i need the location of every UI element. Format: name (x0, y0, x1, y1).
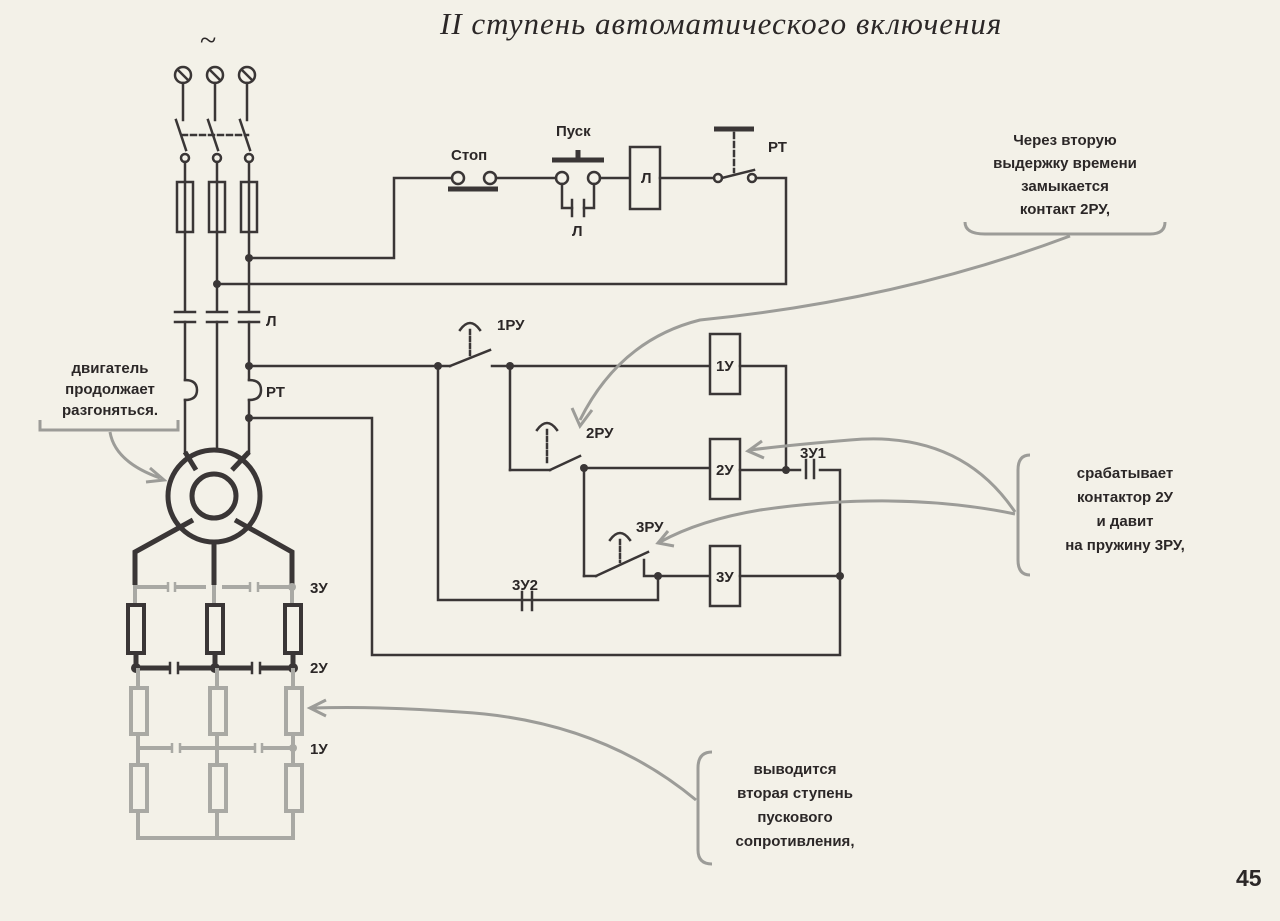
contact-3u1-label: 3У1 (800, 445, 826, 462)
control-circuit-upper (215, 126, 788, 286)
svg-text:сопротивления,: сопротивления, (736, 833, 855, 850)
rotor-resistance-stage-3 (126, 582, 303, 675)
relay-3ru-label: 3РУ (636, 519, 664, 536)
svg-text:двигатель: двигатель (72, 360, 149, 377)
fuses (175, 160, 259, 234)
annotation-resistance: выводится вторая ступень пускового сопро… (306, 698, 855, 866)
rt-contact-label: РТ (768, 139, 787, 156)
svg-text:продолжает: продолжает (65, 381, 155, 398)
power-lines (173, 230, 263, 454)
diagram-title: II ступень автоматического включения (439, 6, 1002, 41)
svg-text:контакт 2РУ,: контакт 2РУ, (1020, 201, 1110, 218)
svg-text:на пружину 3РУ,: на пружину 3РУ, (1065, 537, 1185, 554)
coil-l-label: Л (641, 170, 652, 187)
coil-2u-label: 2У (716, 462, 734, 479)
res-2u-label: 2У (310, 660, 328, 677)
hold-contact-l-label: Л (572, 223, 583, 240)
control-circuit-lower (247, 321, 844, 657)
svg-text:и давит: и давит (1096, 513, 1153, 530)
page-number: 45 (1236, 865, 1262, 891)
svg-text:вторая ступень: вторая ступень (737, 785, 853, 802)
motor (132, 447, 295, 585)
annotation-contactor: срабатывает контактор 2У и давит на пруж… (655, 437, 1185, 577)
start-button-label: Пуск (556, 123, 591, 140)
annotation-delay: Через вторую выдержку времени замыкается… (570, 132, 1167, 429)
thermal-relay-label: РТ (266, 384, 285, 401)
main-contact-l-label: Л (266, 313, 277, 330)
stop-button-label: Стоп (451, 147, 487, 164)
annotation-motor: двигатель продолжает разгоняться. (38, 360, 180, 484)
svg-text:замыкается: замыкается (1021, 178, 1109, 195)
svg-text:Через вторую: Через вторую (1013, 132, 1117, 149)
supply-terminals (173, 65, 257, 85)
coil-1u-label: 1У (716, 358, 734, 375)
res-1u-label: 1У (310, 741, 328, 758)
contact-3u2-label: 3У2 (512, 577, 538, 594)
svg-text:выводится: выводится (753, 761, 836, 778)
svg-text:пускового: пускового (757, 809, 832, 826)
main-switch (174, 81, 255, 164)
coil-3u-label: 3У (716, 569, 734, 586)
ac-supply-symbol: ~ (200, 24, 217, 57)
rotor-resistance-stage-1-2 (129, 668, 304, 840)
relay-1ru-label: 1РУ (497, 317, 525, 334)
svg-text:разгоняться.: разгоняться. (62, 402, 158, 419)
svg-text:срабатывает: срабатывает (1077, 465, 1173, 482)
svg-text:выдержку времени: выдержку времени (993, 155, 1137, 172)
res-3u-label: 3У (310, 580, 328, 597)
svg-text:контактор 2У: контактор 2У (1077, 489, 1174, 506)
relay-2ru-label: 2РУ (586, 425, 614, 442)
